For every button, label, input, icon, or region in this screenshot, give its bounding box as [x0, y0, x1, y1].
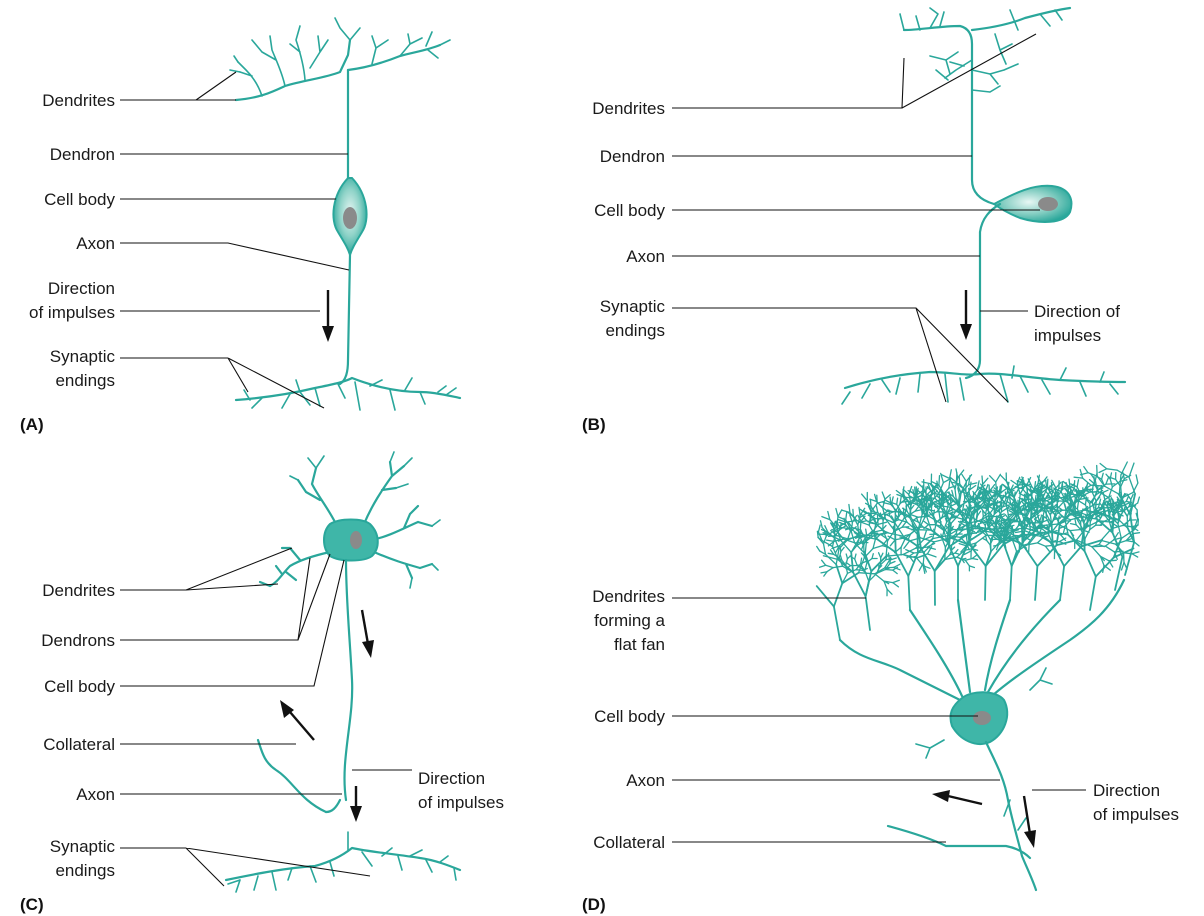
- label-cell-body-b: Cell body: [594, 201, 665, 220]
- impulse-arrow-d: [1024, 796, 1036, 848]
- neuron-d: [817, 462, 1140, 890]
- label-collateral-c: Collateral: [43, 735, 115, 754]
- label-axon-c: Axon: [76, 785, 115, 804]
- leader-axon-a: [120, 243, 349, 270]
- label-dendron-b: Dendron: [600, 147, 665, 166]
- label-dendrites-b: Dendrites: [592, 99, 665, 118]
- label-cell-body-d: Cell body: [594, 707, 665, 726]
- leader-synaptic-c: [120, 848, 370, 886]
- label-synaptic-line2-b: endings: [605, 321, 665, 340]
- cell-body-b: [994, 186, 1071, 222]
- neuron-a: [230, 18, 460, 410]
- panel-a: Dendrites Dendron Cell body Axon Directi…: [20, 18, 460, 434]
- nucleus-a: [343, 207, 357, 229]
- label-synaptic-line1-a: Synaptic: [50, 347, 116, 366]
- collateral-arrow-c: [280, 700, 314, 740]
- label-dendrites-c: Dendrites: [42, 581, 115, 600]
- label-dendrites-a: Dendrites: [42, 91, 115, 110]
- leader-dendrites-b: [672, 34, 1036, 108]
- label-synaptic-line1-c: Synaptic: [50, 837, 116, 856]
- leader-synaptic-a: [120, 358, 324, 408]
- label-dendron-a: Dendron: [50, 145, 115, 164]
- impulse-arrow-b: [960, 290, 972, 340]
- label-direction-line1-d: Direction: [1093, 781, 1160, 800]
- label-dendrites-line3-d: flat fan: [614, 635, 665, 654]
- label-axon-b: Axon: [626, 247, 665, 266]
- label-collateral-d: Collateral: [593, 833, 665, 852]
- nucleus-d: [973, 711, 991, 725]
- neuron-c: [226, 452, 460, 892]
- impulse-arrow-c-lower: [350, 786, 362, 822]
- leader-dendrons-c: [120, 554, 330, 640]
- label-direction-line1-a: Direction: [48, 279, 115, 298]
- collateral-arrow-d: [932, 790, 982, 804]
- nucleus-b: [1038, 197, 1058, 211]
- label-cell-body-c: Cell body: [44, 677, 115, 696]
- panel-c: Dendrites Dendrons Cell body Collateral …: [20, 452, 504, 914]
- leader-synaptic-b: [672, 308, 1008, 402]
- panel-d: Dendrites forming a flat fan Cell body A…: [582, 462, 1179, 914]
- label-axon-d: Axon: [626, 771, 665, 790]
- label-direction-line2-d: of impulses: [1093, 805, 1179, 824]
- label-direction-line2-c: of impulses: [418, 793, 504, 812]
- label-dendrites-line2-d: forming a: [594, 611, 665, 630]
- impulse-arrow-c-upper: [362, 610, 374, 658]
- label-synaptic-line2-c: endings: [55, 861, 115, 880]
- label-dendrons-c: Dendrons: [41, 631, 115, 650]
- panel-b: Dendrites Dendron Cell body Axon Synapti…: [582, 8, 1125, 434]
- label-axon-a: Axon: [76, 234, 115, 253]
- panel-label-c: (C): [20, 895, 44, 914]
- panel-label-a: (A): [20, 415, 44, 434]
- impulse-arrow-a: [322, 290, 334, 342]
- label-direction-line1-c: Direction: [418, 769, 485, 788]
- label-direction-line1-b: Direction of: [1034, 302, 1120, 321]
- label-synaptic-line2-a: endings: [55, 371, 115, 390]
- label-direction-line2-b: impulses: [1034, 326, 1101, 345]
- label-direction-line2-a: of impulses: [29, 303, 115, 322]
- label-synaptic-line1-b: Synaptic: [600, 297, 666, 316]
- dendrite-fan: [817, 462, 1140, 640]
- label-cell-body-a: Cell body: [44, 190, 115, 209]
- nucleus-c: [350, 531, 362, 549]
- leader-dendrites-a: [120, 72, 236, 100]
- panel-label-b: (B): [582, 415, 606, 434]
- panel-label-d: (D): [582, 895, 606, 914]
- leader-cell-body-c: [120, 560, 344, 686]
- label-dendrites-line1-d: Dendrites: [592, 587, 665, 606]
